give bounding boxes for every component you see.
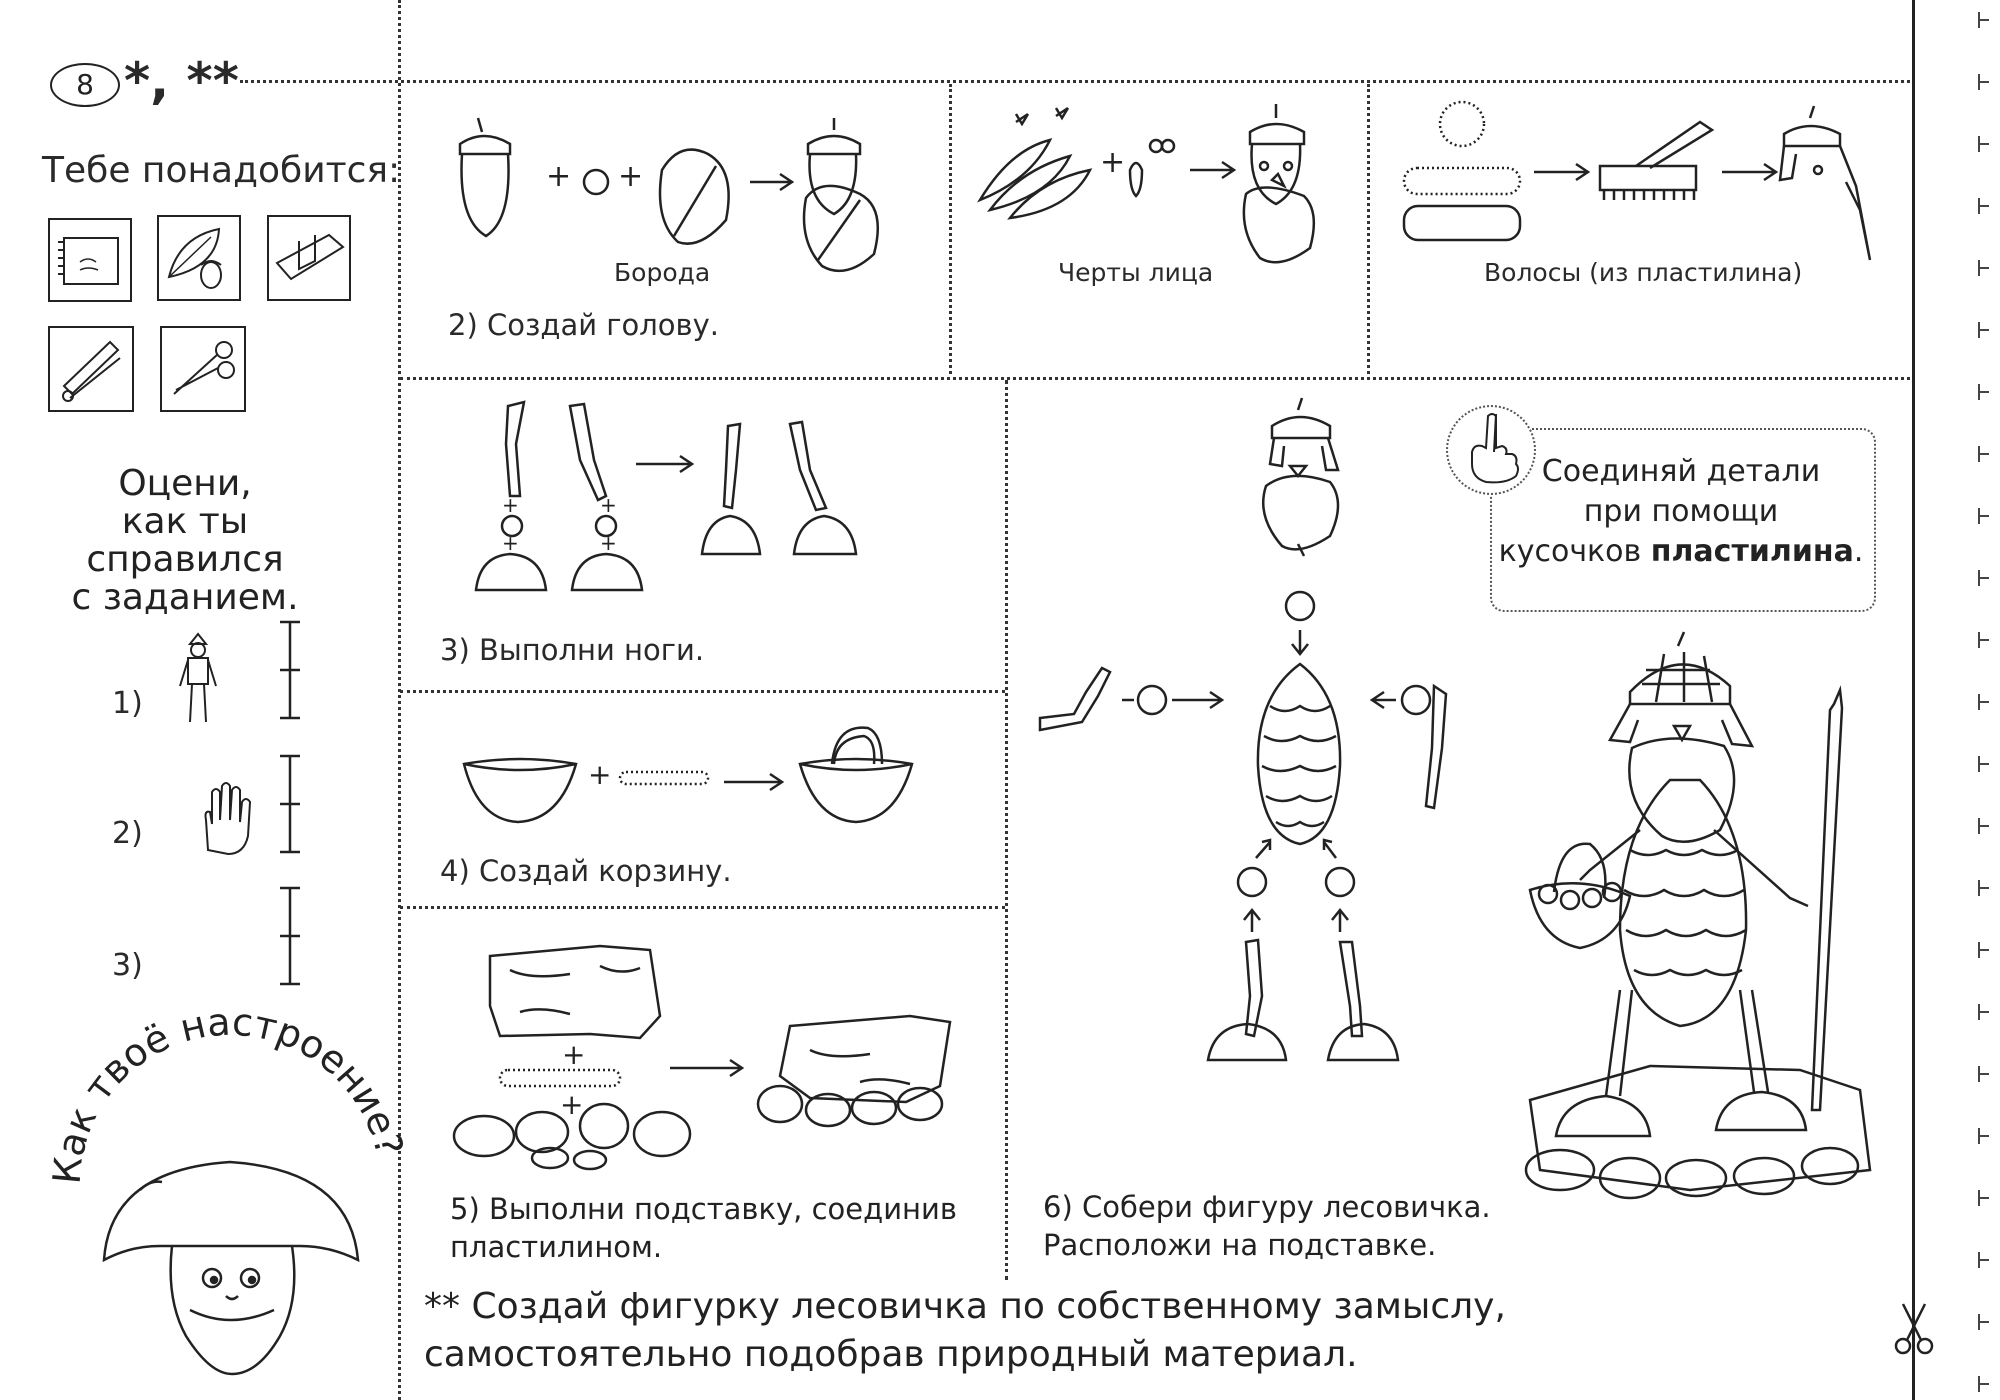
part-label: Волосы (из пластилина) [1484,258,1803,287]
task-number-circle: 8 [50,63,120,107]
finished-figure-illustration [1470,630,1910,1200]
materials-title: Тебе понадобится: [42,150,401,191]
svg-text:+: + [600,531,617,555]
perforation-mark [1979,1004,1989,1020]
legs-illustration: + + + + [460,400,960,620]
hair-illustration [1400,100,1900,270]
svg-text:+: + [560,1088,583,1121]
stand-illustration: + + [450,926,970,1176]
tip-line: Соединяй детали [1541,454,1821,489]
perforation-mark [1979,1376,1989,1392]
perforation-mark [1979,756,1989,772]
step3-caption: 3) Выполни ноги. [440,633,705,667]
mushroom-man-illustration [90,1150,370,1380]
perforation-mark [1979,694,1989,710]
perforation-mark [1979,322,1989,338]
footer-line: самостоятельно подобрав природный матери… [424,1334,1358,1375]
divider-left [398,0,401,1400]
notebook-icon [48,218,132,302]
perforation-mark [1979,446,1989,462]
part-label: Борода [614,258,711,287]
rating-label: 3) [112,948,143,983]
svg-text:+: + [502,531,519,555]
perforation-mark [1979,818,1989,834]
perforation-mark [1979,570,1989,586]
divider-step2b [1367,84,1370,374]
perforation-mark [1979,1066,1989,1082]
rating-scale [280,754,300,854]
tip-text: Соединяй детали при помощи кусочков плас… [1495,452,1867,572]
beard-assembly-illustration: + + [450,110,930,280]
step6-caption-line: Расположи на подставке. [1043,1228,1437,1262]
svg-text:+: + [1100,145,1125,180]
figure-icon [170,630,226,730]
svg-text:+: + [502,493,519,517]
step5-caption-line: пластилином. [450,1230,663,1264]
perforation-mark [1979,12,1989,28]
step4-caption: 4) Создай корзину. [440,854,732,888]
step5-caption: 5) Выполни подставку, соединив пластилин… [450,1190,957,1266]
step5-caption-line: 5) Выполни подставку, соединив [450,1192,957,1226]
tip-line: кусочков пластилина. [1495,532,1867,572]
divider-row2 [400,377,1910,380]
natural-material-icon [157,215,241,301]
difficulty-stars: *, ** [124,52,239,110]
part-label: Черты лица [1058,258,1214,287]
divider-step4 [400,906,1005,909]
divider-step2a [949,84,952,374]
svg-text:+: + [588,758,611,791]
footer-line: ** Создай фигурку лесовичка по собственн… [424,1286,1506,1327]
perforation-mark [1979,1128,1989,1144]
rating-scale [280,886,300,986]
perforation-mark [1979,1190,1989,1206]
svg-text:+: + [562,1038,585,1071]
svg-text:+: + [600,493,617,517]
perforation-mark [1979,384,1989,400]
svg-text:+: + [618,159,643,194]
divider-header [240,80,1910,83]
perforation-mark [1979,136,1989,152]
perforation-mark [1979,632,1989,648]
mood-title: Как твоё настроение? [45,1000,412,1186]
tip-line: при помощи [1583,494,1779,529]
perforation-marks [1975,0,2000,1400]
basket-illustration: + [460,720,960,840]
rate-title: Оцени, как ты справился с заданием. [30,465,340,617]
right-border [1912,0,1915,1400]
svg-text:+: + [546,159,571,194]
hand-icon [198,780,254,856]
perforation-mark [1979,880,1989,896]
perforation-mark [1979,508,1989,524]
face-features-illustration: + [970,100,1350,280]
rating-scale [280,620,300,720]
rating-label: 1) [112,686,143,721]
perforation-mark [1979,942,1989,958]
tip-line-prefix: кусочков [1498,534,1651,569]
scissors-icon [160,326,246,412]
divider-step3 [400,690,1005,693]
plasticine-icon [267,215,351,301]
rate-title-line: с заданием. [71,577,299,618]
perforation-mark [1979,1252,1989,1268]
divider-mid [1005,380,1008,1280]
assembly-diagram [1030,396,1450,1096]
perforation-mark [1979,74,1989,90]
modeling-stack-icon [48,326,134,412]
step2-caption: 2) Создай голову. [448,308,720,342]
rating-label: 2) [112,816,143,851]
step6-caption-line: 6) Собери фигуру лесовичка. [1043,1190,1491,1224]
step6-caption: 6) Собери фигуру лесовичка. Расположи на… [1043,1188,1491,1264]
tip-line-bold: пластилина [1650,534,1854,569]
perforation-mark [1979,1314,1989,1330]
footer-note: ** Создай фигурку лесовичка по собственн… [424,1283,1506,1379]
tip-box [1490,428,1876,612]
rate-title-line: Оцени, [118,463,252,504]
pointing-finger-icon [1462,410,1522,486]
perforation-mark [1979,198,1989,214]
perforation-mark [1979,260,1989,276]
tip-line-suffix: . [1853,534,1864,569]
rate-title-line: как ты справился [86,501,284,580]
scissors-icon [1893,1300,1935,1356]
